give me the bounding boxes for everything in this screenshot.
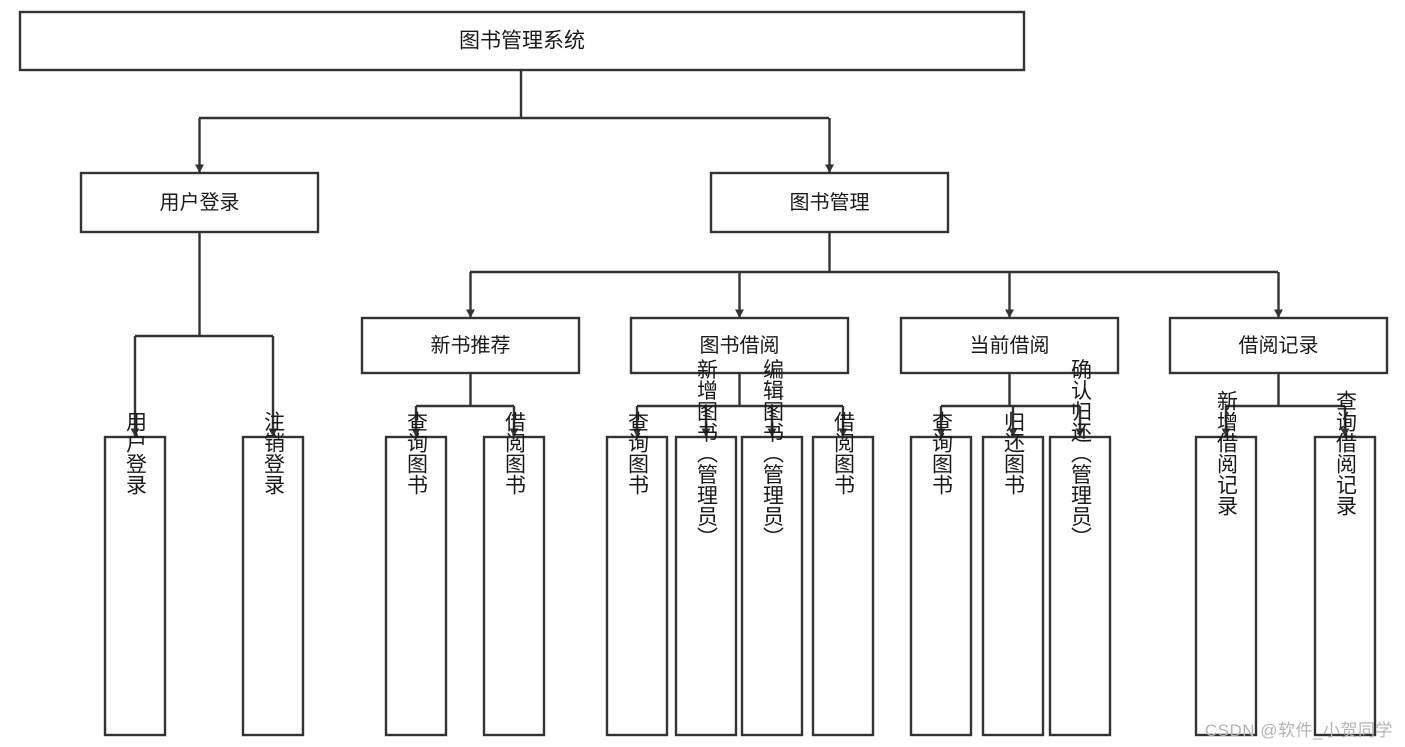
leaf-node-label: 新增图书（管理员） (695, 359, 719, 548)
leaf-node-8[interactable]: 查询图书 (909, 411, 973, 737)
leaf-node-label: 查询图书 (930, 411, 954, 495)
connector-lines (130, 70, 1350, 437)
node-border (674, 435, 738, 737)
leaf-node-label: 查询图书 (626, 411, 650, 495)
leaf-node-label: 新增借阅记录 (1215, 390, 1239, 516)
leaf-node-label: 归还图书 (1002, 411, 1026, 495)
node-border (605, 435, 669, 737)
level2-node-2[interactable]: 当前借阅 (899, 316, 1120, 375)
node-label: 图书管理 (790, 191, 870, 214)
level1-node-0[interactable]: 用户登录 (79, 171, 320, 234)
leaf-node-11[interactable]: 新增借阅记录 (1194, 390, 1258, 737)
level2-node-0[interactable]: 新书推荐 (360, 316, 581, 375)
leaf-node-3[interactable]: 借阅图书 (482, 411, 546, 737)
leaf-node-label: 编辑图书（管理员） (761, 359, 785, 548)
node-border (79, 171, 320, 234)
node-border (384, 435, 448, 737)
node-border (1313, 435, 1377, 737)
node-label: 图书借阅 (700, 334, 780, 357)
node-label: 当前借阅 (970, 334, 1050, 357)
node-border (360, 316, 581, 375)
level2-node-1[interactable]: 图书借阅 (629, 316, 850, 375)
node-border (740, 435, 804, 737)
node-border (811, 435, 875, 737)
leaf-node-label: 借阅图书 (503, 411, 527, 495)
leaf-node-label: 用户登录 (124, 411, 148, 495)
leaf-node-12[interactable]: 查询借阅记录 (1313, 390, 1377, 737)
leaf-node-6[interactable]: 编辑图书（管理员） (740, 359, 804, 737)
leaf-node-label: 查询借阅记录 (1334, 390, 1358, 516)
leaf-node-label: 注销登录 (262, 411, 286, 495)
node-label: 借阅记录 (1239, 334, 1319, 357)
node-border (103, 435, 167, 737)
node-border (18, 10, 1026, 72)
leaf-node-0[interactable]: 用户登录 (103, 411, 167, 737)
node-border (1048, 435, 1112, 737)
leaf-node-10[interactable]: 确认归还（管理员） (1048, 359, 1112, 737)
node-border (482, 435, 546, 737)
leaf-node-2[interactable]: 查询图书 (384, 411, 448, 737)
node-label: 图书管理系统 (459, 30, 585, 53)
level2-node-3[interactable]: 借阅记录 (1168, 316, 1389, 375)
node-border (909, 435, 973, 737)
node-label: 新书推荐 (431, 334, 511, 357)
node-border (1194, 435, 1258, 737)
leaf-node-label: 查询图书 (405, 411, 429, 495)
leaf-node-5[interactable]: 新增图书（管理员） (674, 359, 738, 737)
node-border (709, 171, 950, 234)
level1-node-1[interactable]: 图书管理 (709, 171, 950, 234)
leaf-node-1[interactable]: 注销登录 (241, 411, 305, 737)
node-border (899, 316, 1120, 375)
leaf-node-label: 借阅图书 (832, 411, 856, 495)
leaf-node-7[interactable]: 借阅图书 (811, 411, 875, 737)
leaf-node-4[interactable]: 查询图书 (605, 411, 669, 737)
node-border (241, 435, 305, 737)
node-border (629, 316, 850, 375)
root-node[interactable]: 图书管理系统 (18, 10, 1026, 72)
leaf-node-9[interactable]: 归还图书 (981, 411, 1045, 737)
node-boxes: 图书管理系统用户登录图书管理新书推荐图书借阅当前借阅借阅记录用户登录注销登录查询… (18, 10, 1389, 737)
node-border (981, 435, 1045, 737)
node-label: 用户登录 (160, 191, 240, 214)
node-border (1168, 316, 1389, 375)
leaf-node-label: 确认归还（管理员） (1069, 359, 1093, 548)
